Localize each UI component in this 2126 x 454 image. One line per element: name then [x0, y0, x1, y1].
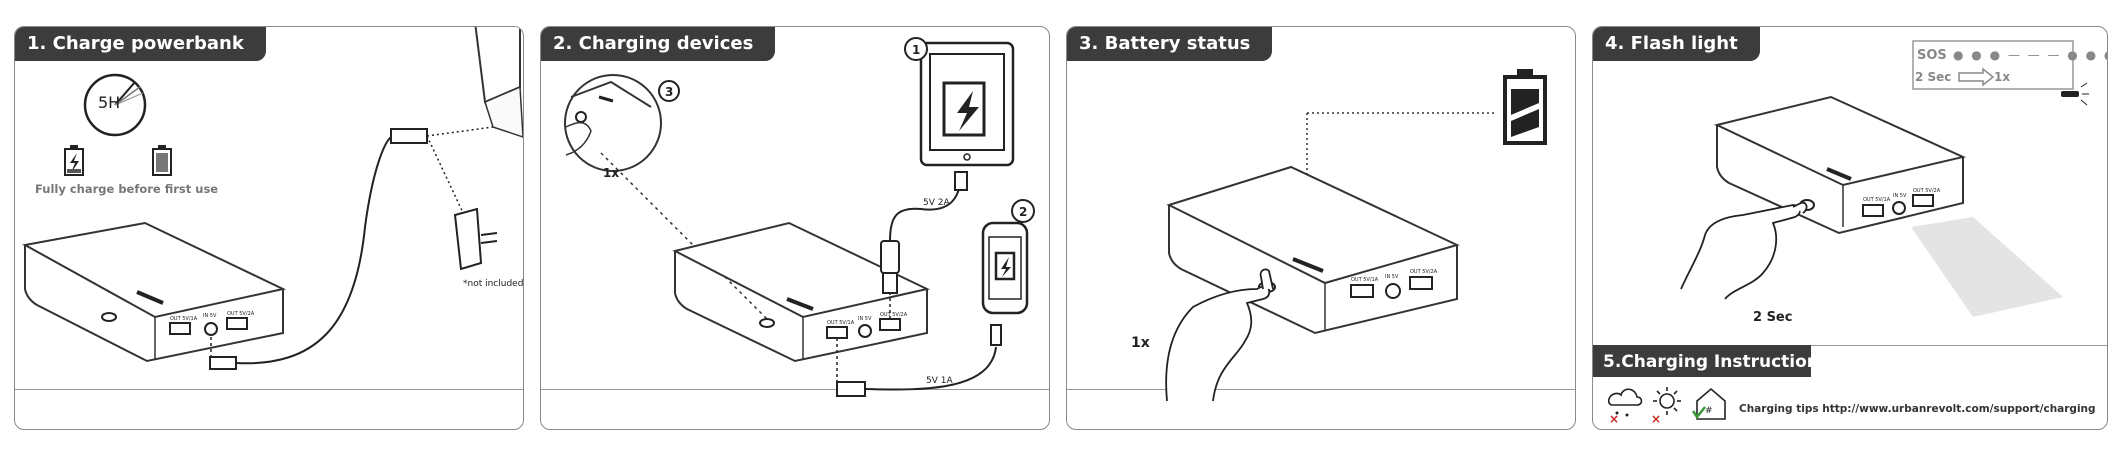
charging-devices-illustration: 3 1x 1 2 O: [564, 37, 1035, 397]
port-label-out1: OUT 5V/1A: [827, 320, 855, 326]
caption-text: Fully charge before first use: [35, 182, 218, 196]
indoor-ok-icon: #: [1691, 387, 1726, 420]
panel-charging-devices: 2. Charging devices 3 1x 1: [540, 26, 1050, 430]
times-label: 1x: [1994, 70, 2010, 84]
clock-text: 5H: [98, 93, 120, 112]
step-2-badge: [1011, 199, 1035, 223]
flashlight-icon: [2061, 82, 2089, 106]
hand-pressing-icon: [1680, 201, 1808, 300]
port-label-out2: OUT 5V/2A: [227, 311, 255, 317]
svg-text:×: ×: [1651, 412, 1661, 426]
svg-text:#: #: [1705, 406, 1713, 416]
port-label-out2: OUT 5V/2A: [880, 312, 908, 318]
heat-warning-icon: ×: [1651, 387, 1681, 426]
panel-charge-powerbank: 1. Charge powerbank 5H Fully charge befo…: [14, 26, 524, 430]
powerbank-device: [22, 221, 287, 363]
panel-title: 2. Charging devices: [541, 27, 776, 61]
panel-section-divider: [1593, 345, 2107, 346]
zoom-button-detail: [564, 74, 774, 326]
port-label-out2: OUT 5V/2A: [1913, 188, 1941, 194]
panel-flash-light: 4. Flash light SOS ● ● ● — — — ● ● ● 2 S…: [1592, 26, 2108, 430]
wall-charger-icon: [453, 207, 498, 271]
not-included-note: *not included: [463, 279, 523, 289]
rain-warning-icon: ×: [1607, 388, 1643, 426]
battery-status-illustration: OUT 5V/1A IN 5V OUT 5V/2A 1x: [1131, 69, 1547, 402]
sos-label: SOS: [1917, 48, 1947, 63]
battery-level-icon: [1503, 69, 1547, 145]
panel-battery-status: 3. Battery status OUT 5V/1A IN 5V OUT 5V…: [1066, 26, 1576, 430]
port-label-out1: OUT 5V/1A: [1351, 277, 1379, 283]
press-count: 1x: [1131, 335, 1150, 351]
powerbank-device: [672, 221, 931, 363]
port-label-out1: OUT 5V/1A: [1863, 197, 1891, 203]
step-3-badge: [658, 80, 680, 102]
port-label-in: IN 5V: [203, 313, 217, 319]
charge-powerbank-illustration: 5H Fully charge before first use OUT 5V/…: [22, 27, 523, 370]
light-beam: [1911, 217, 2063, 317]
powerbank-device: [1166, 165, 1460, 335]
press-count: 1x: [603, 166, 619, 180]
cable-label-top: 5V 2A: [923, 198, 950, 208]
tablet-icon: [919, 41, 1015, 167]
instructions-tab-bg: [1593, 345, 1811, 377]
step-2-label: 2: [1019, 205, 1027, 219]
svg-text:×: ×: [1609, 412, 1619, 426]
hold-label: 2 Sec: [1915, 70, 1951, 84]
battery-charging-icon: [64, 145, 84, 176]
panel-title: 4. Flash light: [1593, 27, 1760, 61]
usb-cable: [209, 126, 494, 370]
battery-full-icon: [152, 145, 172, 176]
hand-pressing-icon: [1165, 268, 1274, 402]
step-1-badge: [904, 37, 928, 61]
panel-title: 1. Charge powerbank: [15, 27, 266, 61]
panel-footer-divider: [1067, 389, 1575, 390]
panel-footer-divider: [15, 389, 523, 390]
port-label-in: IN 5V: [1385, 274, 1399, 280]
step-1-label: 1: [912, 43, 920, 57]
flash-mode-legend: SOS ● ● ● — — — ● ● ● 2 Sec 1x: [1912, 40, 2108, 90]
flash-light-illustration: SOS ● ● ● — — — ● ● ● 2 Sec 1x OUT 5V/1A…: [1593, 40, 2108, 426]
panel-title: 3. Battery status: [1067, 27, 1273, 61]
cable-label-bottom: 5V 1A: [926, 376, 953, 386]
press-duration: 2 Sec: [1753, 310, 1792, 325]
panel-footer-divider: [541, 389, 1049, 390]
port-label-out2: OUT 5V/2A: [1410, 269, 1438, 275]
port-label-in: IN 5V: [1893, 193, 1907, 199]
port-label-out1: OUT 5V/1A: [170, 316, 198, 322]
charging-tips-text: Charging tips http://www.urbanrevolt.com…: [1739, 403, 2096, 415]
smartphone-icon: [981, 221, 1029, 315]
step-3-label: 3: [665, 85, 673, 99]
sos-pattern: ● ● ● — — — ● ● ●: [1953, 48, 2108, 62]
usb-cables: [836, 171, 1002, 397]
clock-icon: [83, 73, 147, 137]
port-label-in: IN 5V: [858, 316, 872, 322]
laptop-icon: [474, 27, 523, 138]
instructions-title: 5.Charging Instructions: [1603, 352, 1829, 372]
